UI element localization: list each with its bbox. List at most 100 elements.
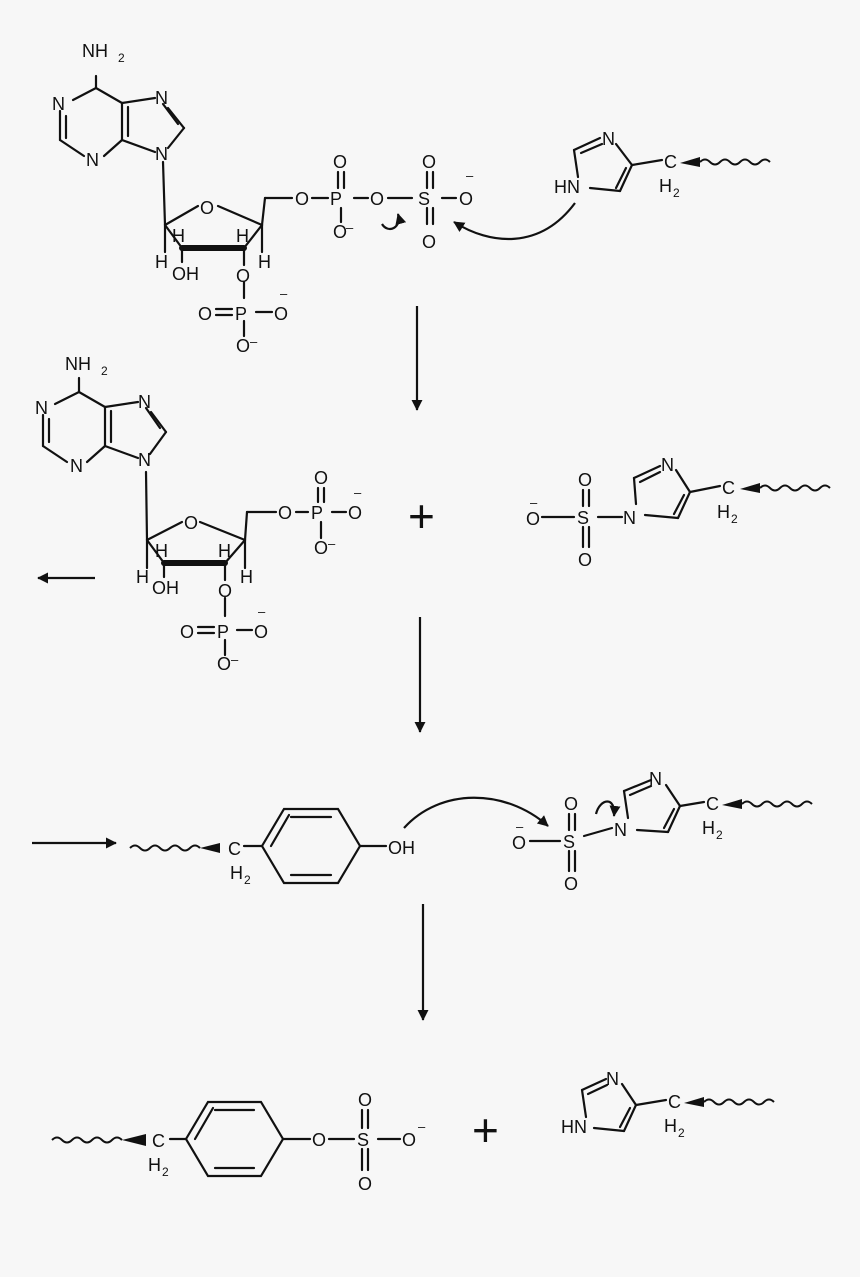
- h-label: H: [258, 252, 271, 272]
- ring-oxygen-label: O: [184, 513, 198, 533]
- h-label: H: [172, 226, 185, 246]
- n-label: N: [614, 820, 627, 840]
- electron-push-arrow: [381, 213, 407, 231]
- wedge-bond: [200, 843, 220, 853]
- charge-minus: –: [346, 220, 354, 235]
- o-label: O: [312, 1130, 326, 1150]
- methylene-label: H: [664, 1116, 677, 1136]
- n-label: N: [602, 129, 615, 149]
- o-label: O: [526, 509, 540, 529]
- amine-label-2: NH: [65, 354, 91, 374]
- methylene-label: C: [668, 1092, 681, 1112]
- o-label: O: [512, 833, 526, 853]
- phosphate-3prime-1: [214, 307, 274, 338]
- phosphate-3prime-2: [196, 625, 254, 657]
- phenol-hydroxyl-label: OH: [388, 838, 415, 858]
- n-label: N: [155, 144, 168, 164]
- charge-minus: –: [354, 485, 362, 500]
- n-label: N: [52, 94, 65, 114]
- n-label: N: [155, 88, 168, 108]
- o-label: O: [348, 503, 362, 523]
- adenine-ring-2: [41, 376, 168, 464]
- o-label: O: [402, 1130, 416, 1150]
- o-label: O: [333, 222, 347, 242]
- methylene-sub: 2: [678, 1126, 685, 1140]
- phosphate-5prime-2: [294, 486, 348, 540]
- o-label: O: [422, 152, 436, 172]
- protein-backbone-wavy: [699, 158, 771, 166]
- histidine-1: N HN C H 2: [453, 129, 771, 241]
- hydroxyl-label: OH: [172, 264, 199, 284]
- s-label: S: [418, 189, 430, 209]
- bond-cleavage-arrow: [594, 800, 621, 817]
- ribose-ring-2: [144, 470, 278, 618]
- methylene-sub: 2: [731, 512, 738, 526]
- charge-minus: –: [530, 495, 538, 510]
- o-label: O: [358, 1090, 372, 1110]
- n-label: N: [661, 455, 674, 475]
- charge-minus: –: [250, 334, 258, 349]
- ring-oxygen-label: O: [200, 198, 214, 218]
- o-label: O: [274, 304, 288, 324]
- n-label: N: [138, 450, 151, 470]
- o-label: O: [218, 581, 232, 601]
- h-label: H: [218, 541, 231, 561]
- tyrosine-1: C H 2 OH: [129, 796, 549, 887]
- wedge-bond: [122, 1134, 146, 1146]
- methylene-label: H: [148, 1155, 161, 1175]
- charge-minus: –: [231, 652, 239, 667]
- o-label: O: [278, 503, 292, 523]
- o-label: O: [314, 538, 328, 558]
- protein-backbone-wavy: [51, 1136, 123, 1144]
- o-label: O: [217, 654, 231, 674]
- methylene-label: C: [228, 839, 241, 859]
- charge-minus: –: [328, 536, 336, 551]
- protein-backbone-wavy: [703, 1098, 775, 1106]
- methylene-label: H: [230, 863, 243, 883]
- n-label: N: [623, 508, 636, 528]
- ribose-ring-1: [161, 160, 294, 300]
- o-label: O: [236, 266, 250, 286]
- o-label: O: [459, 189, 473, 209]
- o-label: O: [333, 152, 347, 172]
- nucleophilic-attack-arrow: [403, 796, 549, 829]
- amine-sub-2: 2: [101, 364, 108, 378]
- o-label: O: [180, 622, 194, 642]
- s-label: S: [577, 508, 589, 528]
- s-label: S: [357, 1130, 369, 1150]
- p-label: P: [311, 503, 323, 523]
- charge-minus: –: [280, 286, 288, 301]
- o-label: O: [254, 622, 268, 642]
- methylene-sub: 2: [244, 873, 251, 887]
- h-label: H: [240, 567, 253, 587]
- o-label: O: [422, 232, 436, 252]
- nucleophilic-attack-arrow: [453, 202, 576, 241]
- methylene-label: H: [659, 176, 672, 196]
- methylene-label: C: [722, 478, 735, 498]
- bridging-oxygen-label: O: [370, 189, 384, 209]
- protein-backbone-wavy: [129, 844, 201, 852]
- n-label: N: [70, 456, 83, 476]
- o-label: O: [564, 874, 578, 894]
- methylene-label: H: [702, 818, 715, 838]
- phenyl-ring: [184, 1100, 285, 1178]
- wedge-bond: [740, 483, 760, 493]
- methylene-label: C: [664, 152, 677, 172]
- o-label: O: [295, 189, 309, 209]
- hydroxyl-label: OH: [152, 578, 179, 598]
- s-label: S: [563, 832, 575, 852]
- o-label: O: [236, 336, 250, 356]
- sulfohistidine-2: O – S O O N N C H 2: [512, 769, 813, 894]
- p-label: P: [330, 189, 342, 209]
- pap-molecule: NH 2 N N N N O H H H H OH O: [35, 354, 362, 674]
- o-label: O: [578, 470, 592, 490]
- sulfohistidine-1: O – S O O N N C H 2: [526, 455, 831, 570]
- protein-backbone-wavy: [759, 484, 831, 492]
- methylene-label: C: [706, 794, 719, 814]
- plus-sign: +: [408, 490, 435, 542]
- p-label: P: [235, 304, 247, 324]
- protein-backbone-wavy: [741, 800, 813, 808]
- paps-molecule: NH 2 N N N N O H H H H OH O: [52, 41, 474, 356]
- charge-minus: –: [418, 1119, 426, 1134]
